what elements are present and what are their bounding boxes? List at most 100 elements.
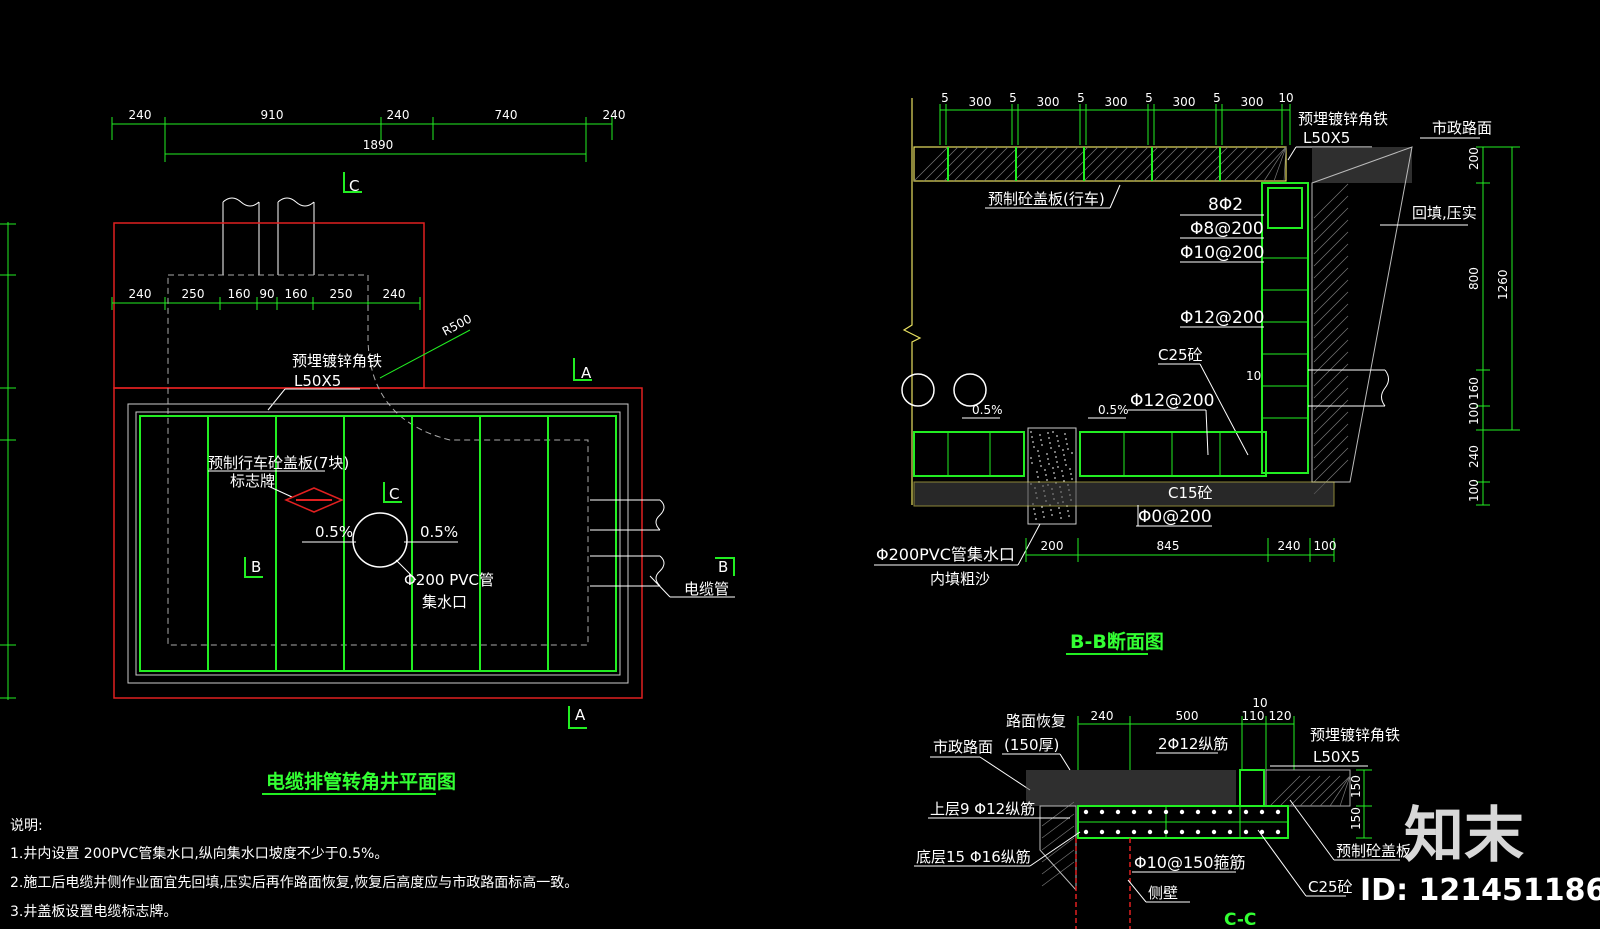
plan-top-pipes: [222, 197, 315, 275]
cc-concrete: C25砼: [1308, 878, 1353, 896]
plan-section-c-mid: C: [389, 485, 399, 503]
bb-slope-left: 0.5%: [972, 403, 1003, 417]
bb-title: B-B断面图: [1070, 630, 1164, 653]
cc-rebar-top: 2Φ12纵筋: [1158, 735, 1228, 753]
notes-heading: 说明:: [10, 818, 43, 834]
cc-angle-iron-size: L50X5: [1313, 748, 1360, 766]
bb-concrete: C25砼: [1158, 346, 1203, 364]
bb-right-dim-3: 160: [1467, 377, 1481, 400]
plan-cable-pipe: 电缆管: [684, 580, 729, 598]
plan-inner-dim-1: 240: [129, 287, 152, 301]
bb-right-dim-2: 800: [1467, 267, 1481, 290]
cc-cover: 预制砼盖板: [1336, 842, 1411, 860]
bb-base: C15砼: [1168, 484, 1213, 502]
bb-bottom-dim-3: 240: [1278, 539, 1301, 553]
plan-dim-4: 740: [495, 108, 518, 122]
bb-dim-3: 5: [1009, 91, 1017, 105]
notes: 说明: 1.井内设置 200PVC管集水口,纵向集水口坡度不少于0.5%。 2.…: [10, 818, 578, 920]
bb-dim-2: 300: [969, 95, 992, 109]
cc-stirrup: Φ10@150箍筋: [1134, 853, 1246, 872]
drain-circle-icon: [352, 512, 408, 568]
plan-cover-plate: 预制行车砼盖板(7块): [208, 454, 349, 472]
plan-angle-iron-size: L50X5: [294, 372, 341, 390]
bb-bottom-dim-1: 200: [1041, 539, 1064, 553]
plan-inner-dim-4: 90: [259, 287, 274, 301]
watermark-id: ID: 1214511860: [1360, 873, 1600, 908]
plan-radius: R500: [440, 312, 474, 339]
cc-dim-4: 120: [1269, 709, 1292, 723]
plan-inner-dim-2: 250: [182, 287, 205, 301]
cc-section: 路面恢复 (150厚) 市政路面 240 500 110 120 10 2Φ12…: [914, 696, 1411, 929]
notes-item-2: 2.施工后电缆井侧作业面宜先回填,压实后再作路面恢复,恢复后高度应与市政路面标高…: [10, 874, 578, 891]
watermark-brand: 知末: [1404, 801, 1524, 871]
bb-pvc: Φ200PVC管集水口: [876, 545, 1015, 564]
bb-right-dim-6: 100: [1467, 479, 1481, 502]
bb-right-dim-1: 200: [1467, 147, 1481, 170]
plan-section-c-top: C: [349, 177, 359, 195]
plan-angle-iron: 预埋镀锌角铁: [292, 352, 382, 370]
plan-section-b-left: B: [251, 558, 261, 576]
bb-dim-5: 5: [1077, 91, 1085, 105]
notes-item-3: 3.井盖板设置电缆标志牌。: [10, 903, 177, 920]
cc-thickness: (150厚): [1004, 736, 1059, 754]
plan-slope-left: 0.5%: [315, 523, 353, 541]
bb-rebar-5: Φ12@200: [1130, 391, 1214, 411]
plan-view: 240 910 240 740 240 1890 C 240 250 160 9…: [0, 108, 735, 795]
plan-slope-right: 0.5%: [420, 523, 458, 541]
bb-angle-iron: 预埋镀锌角铁: [1298, 110, 1388, 128]
plan-inner-dim-3: 160: [228, 287, 251, 301]
cc-dim-ten: 10: [1252, 696, 1267, 710]
bb-bottom-dim-4: 100: [1314, 539, 1337, 553]
bb-backfill: 回填,压实: [1412, 204, 1477, 222]
cc-dim-1: 240: [1091, 709, 1114, 723]
cc-right-dim-1: 150: [1349, 775, 1363, 798]
plan-dim-3: 240: [387, 108, 410, 122]
bb-dim-6: 300: [1105, 95, 1128, 109]
plan-section-a-bottom: A: [575, 706, 586, 724]
cc-road: 市政路面: [933, 738, 993, 756]
bb-ten: 10: [1246, 369, 1261, 383]
bb-dim-9: 5: [1213, 91, 1221, 105]
plan-pvc: Φ200 PVC管: [404, 571, 494, 589]
bb-total-height: 1260: [1496, 269, 1510, 300]
bb-rebar-4: Φ12@200: [1180, 308, 1264, 328]
cc-side: 侧壁: [1148, 884, 1178, 902]
bb-right-dim-4: 100: [1467, 402, 1481, 425]
plan-right-pipes: [590, 499, 665, 587]
cc-title: C-C: [1224, 910, 1256, 929]
plan-inner-dim-7: 240: [383, 287, 406, 301]
cc-dim-2: 500: [1176, 709, 1199, 723]
bb-rebar-2: Φ8@200: [1190, 219, 1264, 239]
bb-pipe-1-icon: [901, 373, 935, 407]
sign-diamond-icon: [284, 487, 344, 513]
plan-dim-2: 910: [261, 108, 284, 122]
bb-right-dim-5: 240: [1467, 445, 1481, 468]
plan-section-a-top: A: [581, 364, 592, 382]
bb-angle-iron-size: L50X5: [1303, 129, 1350, 147]
bb-rebar-6: Φ0@200: [1138, 507, 1212, 527]
cc-lower: 底层15 Φ16纵筋: [916, 848, 1031, 866]
cc-dim-3: 110: [1242, 709, 1265, 723]
cc-road-repair: 路面恢复: [1006, 712, 1066, 730]
plan-dim-1: 240: [129, 108, 152, 122]
bb-dim-11: 10: [1278, 91, 1293, 105]
watermark: 知末 ID: 1214511860: [1360, 801, 1600, 908]
bb-rebar-1: 8Φ2: [1208, 195, 1243, 215]
bb-dim-7: 5: [1145, 91, 1153, 105]
bb-rebar-3: Φ10@200: [1180, 243, 1264, 263]
bb-cover: 预制砼盖板(行车): [988, 190, 1105, 208]
plan-sign: 标志牌: [230, 472, 275, 490]
plan-dim-5: 240: [603, 108, 626, 122]
bb-dim-10: 300: [1241, 95, 1264, 109]
cc-right-dim-2: 150: [1349, 807, 1363, 830]
plan-overall-dim: 1890: [363, 138, 394, 152]
cc-angle-iron: 预埋镀锌角铁: [1310, 726, 1400, 744]
bb-pipe-2-icon: [953, 373, 987, 407]
bb-section: 5 300 5 300 5 300 5 300 5 300 10 预埋镀锌角铁 …: [874, 91, 1520, 655]
bb-slope-right: 0.5%: [1098, 403, 1129, 417]
bb-bottom-dim-2: 845: [1157, 539, 1180, 553]
bb-dim-8: 300: [1173, 95, 1196, 109]
plan-title: 电缆排管转角井平面图: [266, 770, 456, 793]
plan-section-b-right: B: [718, 558, 728, 576]
